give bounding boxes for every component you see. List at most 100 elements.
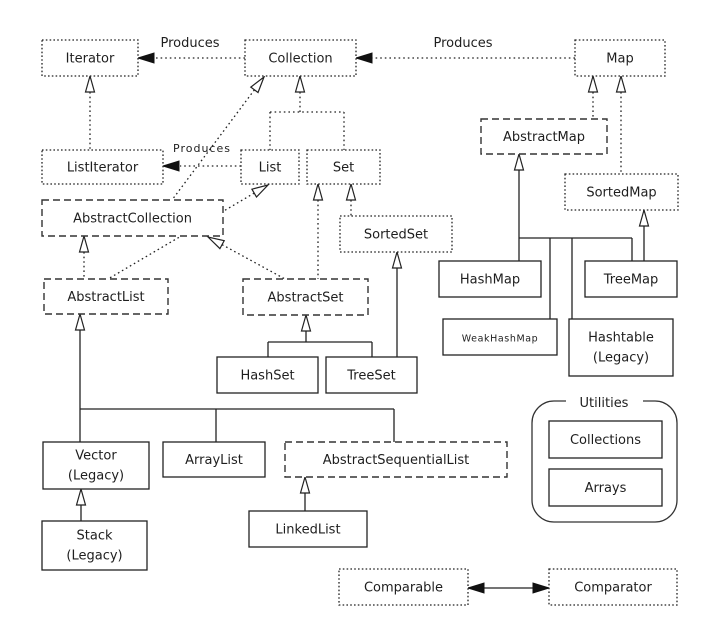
collections-label: Collections <box>570 433 641 448</box>
tree-set-label: TreeSet <box>346 369 395 384</box>
abstract-collection-border <box>41 199 224 237</box>
inheritance-triangle-icon <box>513 151 525 171</box>
abstract-sequential-list-label: AbstractSequentialList <box>323 453 470 468</box>
class-box-abstract-list: AbstractList <box>43 278 169 315</box>
class-box-list-iterator: ListIterator <box>41 149 164 185</box>
inheritance-triangle-icon <box>300 312 312 332</box>
relation-extends-hash-set-tree-set-to-abstract-set <box>267 312 373 357</box>
arrowhead-left-icon <box>466 582 485 594</box>
inheritance-triangle-icon <box>638 207 650 227</box>
iterator-border <box>41 39 139 77</box>
class-box-collections: Collections <box>548 420 663 459</box>
relation-extends-sorted-set-to-set <box>345 181 357 216</box>
class-box-hash-map: HashMap <box>438 260 542 298</box>
class-box-arrays: Arrays <box>548 468 663 507</box>
class-box-iterator: Iterator <box>41 39 139 77</box>
collection-label: Collection <box>268 52 332 67</box>
class-box-abstract-set: AbstractSet <box>242 278 369 316</box>
inheritance-triangle-icon <box>312 181 324 201</box>
sorted-set-label: SortedSet <box>364 228 428 243</box>
list-label: List <box>259 161 282 176</box>
relation-produces-list-to-list-iterator <box>161 160 241 172</box>
relation-implements-tree-map-to-sorted-map <box>638 207 650 261</box>
class-box-sorted-map: SortedMap <box>564 173 679 211</box>
utilities-title-backdrop <box>566 394 643 408</box>
weak-hash-map-border <box>442 318 558 356</box>
arrowhead-right-icon <box>532 582 551 594</box>
relation-produces-collection-to-iterator <box>136 52 245 64</box>
class-box-weak-hash-map: WeakHashMap <box>442 318 558 356</box>
tree-map-border <box>584 260 678 298</box>
abstract-sequential-list-border <box>284 441 508 478</box>
relation-extends-list-iterator-to-iterator <box>84 73 96 150</box>
arrays-border <box>548 468 663 507</box>
produces-label: Produces <box>173 142 231 155</box>
relation-extends-abstract-list-to-abstract-collection <box>78 233 90 279</box>
abstract-collection-label: AbstractCollection <box>73 212 192 227</box>
relation-implements-abstract-set-to-set <box>312 181 324 279</box>
weak-hash-map-label: WeakHashMap <box>462 334 539 345</box>
class-box-set: Set <box>306 149 381 185</box>
class-box-tree-map: TreeMap <box>584 260 678 298</box>
stack-label-line-1: Stack <box>77 529 113 544</box>
produces-label: Produces <box>433 36 492 51</box>
inheritance-triangle-icon <box>206 235 226 250</box>
hashtable-label-line-1: Hashtable <box>588 331 654 346</box>
hash-map-border <box>438 260 542 298</box>
arrays-label: Arrays <box>585 481 627 496</box>
utilities-title: Utilities <box>580 396 629 411</box>
inheritance-triangle-icon <box>587 73 599 93</box>
class-box-linked-list: LinkedList <box>248 510 368 548</box>
arrowhead-left-icon <box>136 52 155 64</box>
hash-set-border <box>216 356 319 394</box>
class-box-collection: Collection <box>244 39 357 77</box>
inheritance-triangle-icon <box>345 181 357 201</box>
relation-extends-stack-to-vector <box>75 486 87 521</box>
class-box-comparator: Comparator <box>548 568 678 606</box>
iterator-label: Iterator <box>66 52 115 67</box>
class-box-abstract-sequential-list: AbstractSequentialList <box>284 441 508 478</box>
list-iterator-label: ListIterator <box>67 161 139 176</box>
abstract-map-label: AbstractMap <box>503 130 585 145</box>
list-border <box>240 149 300 185</box>
inheritance-triangle-icon <box>78 233 90 253</box>
stack-border <box>41 520 148 571</box>
class-box-array-list: ArrayList <box>162 441 266 478</box>
hash-map-label: HashMap <box>460 273 520 288</box>
class-box-abstract-collection: AbstractCollection <box>41 199 224 237</box>
class-box-map: Map <box>574 39 666 77</box>
relation-extends-linked-list-to-abstract-sequential-list <box>299 474 311 511</box>
relation-implements-tree-set-to-sorted-set <box>391 249 403 357</box>
relation-implements-abstract-list-to-list <box>107 183 270 280</box>
relation-extends-vector-array-list-abstract-sequential-list-to-abstract-list <box>74 311 395 442</box>
tree-map-label: TreeMap <box>603 273 659 288</box>
map-label: Map <box>606 52 633 67</box>
arrowhead-left-icon <box>161 160 180 172</box>
relation-extends-list-set-to-collection <box>269 73 345 150</box>
abstract-list-label: AbstractList <box>67 290 144 305</box>
relation-implements-abstract-collection-to-collection <box>171 75 266 201</box>
comparator-label: Comparator <box>574 581 652 596</box>
class-box-stack: Stack(Legacy) <box>41 520 148 571</box>
abstract-map-border <box>480 118 608 155</box>
class-box-hash-set: HashSet <box>216 356 319 394</box>
sorted-map-border <box>564 173 679 211</box>
class-box-sorted-set: SortedSet <box>339 215 453 253</box>
class-box-comparable: Comparable <box>338 568 469 606</box>
inheritance-triangle-icon <box>84 73 96 93</box>
abstract-list-border <box>43 278 169 315</box>
inheritance-triangle-icon <box>74 311 86 331</box>
hashtable-border <box>568 318 674 377</box>
hashtable-label-line-2: (Legacy) <box>593 351 649 366</box>
class-box-list: List <box>240 149 300 185</box>
connector-line <box>107 192 255 280</box>
list-iterator-border <box>41 149 164 185</box>
inheritance-triangle-icon <box>249 75 266 94</box>
inheritance-triangle-icon <box>75 486 87 506</box>
vector-label-line-2: (Legacy) <box>68 469 124 484</box>
hash-set-label: HashSet <box>240 369 294 384</box>
sorted-map-label: SortedMap <box>586 186 656 201</box>
